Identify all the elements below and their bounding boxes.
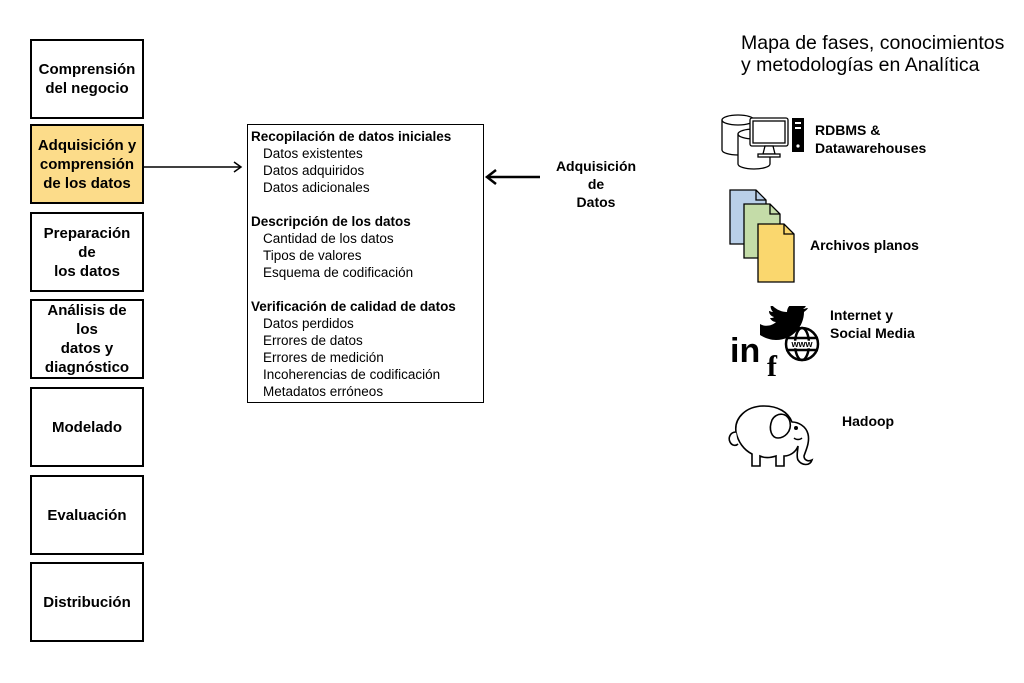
hadoop-elephant-icon — [728, 405, 814, 467]
section-item: Datos existentes — [263, 146, 363, 161]
acquisition-label: Adquisición de Datos — [555, 158, 637, 210]
phase-box: Análisis de los datos y diagnóstico — [30, 299, 144, 379]
source-label: Hadoop — [842, 413, 895, 429]
linkedin-icon: in — [730, 332, 760, 370]
phase-box: Preparación de los datos — [30, 212, 144, 292]
flat-files-icon — [729, 189, 795, 283]
detail-section: Recopilación de datos iniciales Datos ex… — [251, 128, 483, 196]
phase-box: Comprensión del negocio — [30, 39, 144, 119]
section-item: Datos perdidos — [263, 316, 354, 331]
section-item: Incoherencias de codificación — [263, 367, 441, 382]
detail-box: Recopilación de datos iniciales Datos ex… — [247, 124, 484, 403]
section-title: Recopilación de datos iniciales — [251, 129, 452, 144]
section-item: Datos adicionales — [263, 180, 370, 195]
database-computer-icon — [721, 114, 804, 170]
section-title: Verificación de calidad de datos — [251, 299, 456, 314]
section-title: Descripción de los datos — [251, 214, 411, 229]
section-item: Errores de datos — [263, 333, 363, 348]
phase-box: Distribución — [30, 562, 144, 642]
section-item: Esquema de codificación — [263, 265, 414, 280]
section-item: Datos adquiridos — [263, 163, 365, 178]
section-item: Metadatos erróneos — [263, 384, 384, 399]
www-globe-icon — [784, 326, 820, 362]
facebook-icon: f — [767, 350, 778, 378]
source-label: Internet y Social Media — [830, 307, 915, 341]
phase-box: Evaluación — [30, 475, 144, 555]
section-item: Cantidad de los datos — [263, 231, 394, 246]
map-title: Mapa de fases, conocimientos y metodolog… — [741, 32, 1005, 76]
section-item: Errores de medición — [263, 350, 384, 365]
svg-text:www: www — [790, 339, 813, 349]
phase-box: Modelado — [30, 387, 144, 467]
social-media-icon: in f www — [730, 306, 820, 378]
section-item: Tipos de valores — [263, 248, 362, 263]
source-label: RDBMS & Datawarehouses — [815, 122, 927, 156]
source-label: Archivos planos — [810, 237, 919, 253]
detail-section: Verificación de calidad de datos Datos p… — [251, 298, 483, 400]
phase-box-active: Adquisición y comprensión de los datos — [30, 124, 144, 204]
twitter-bird-icon — [760, 306, 808, 340]
detail-section: Descripción de los datos Cantidad de los… — [251, 213, 483, 281]
